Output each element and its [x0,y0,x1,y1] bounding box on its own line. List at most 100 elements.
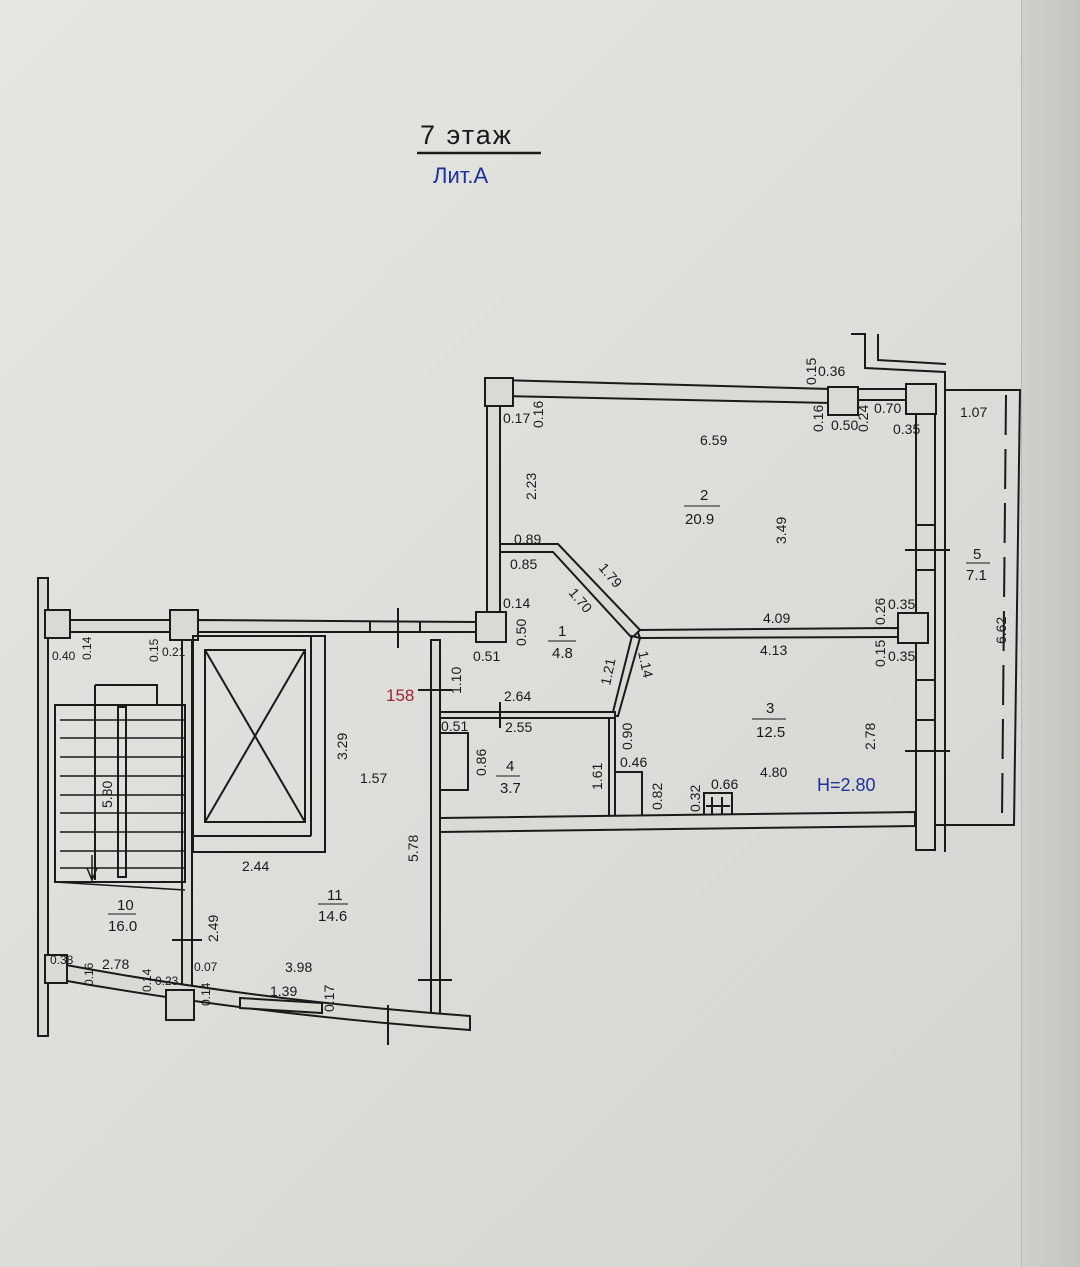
svg-text:0.50: 0.50 [831,417,858,433]
svg-text:0.90: 0.90 [619,723,635,750]
svg-text:6.62: 6.62 [993,617,1009,644]
svg-text:0.50: 0.50 [513,619,529,646]
svg-text:3.7: 3.7 [500,780,521,797]
svg-text:1.61: 1.61 [589,763,605,790]
svg-text:0.86: 0.86 [473,749,489,776]
svg-text:0.89: 0.89 [514,531,541,547]
column [897,612,929,644]
svg-text:11: 11 [327,887,343,904]
svg-text:0.70: 0.70 [874,400,901,416]
svg-text:10: 10 [117,897,134,914]
ceiling-height: H=2.80 [817,775,876,795]
svg-text:3.98: 3.98 [285,959,312,975]
svg-text:12.5: 12.5 [756,724,785,741]
svg-text:0.46: 0.46 [620,754,647,770]
svg-text:0.40: 0.40 [52,649,76,663]
svg-text:0.16: 0.16 [530,401,546,428]
svg-text:3.29: 3.29 [334,733,350,760]
svg-text:2.64: 2.64 [504,688,531,704]
svg-text:0.35: 0.35 [893,421,920,437]
svg-text:2.44: 2.44 [242,858,269,874]
svg-text:0.38: 0.38 [50,953,74,967]
svg-text:6.59: 6.59 [700,432,727,448]
svg-text:0.26: 0.26 [872,598,888,625]
page-edge [1021,0,1080,1267]
svg-text:0.14: 0.14 [503,595,530,611]
column [827,386,859,416]
svg-text:0.85: 0.85 [510,556,537,572]
room-2: 220.9 [684,487,720,528]
svg-text:0.51: 0.51 [441,718,468,734]
svg-text:1.79: 1.79 [596,560,626,591]
svg-text:1.21: 1.21 [597,656,618,686]
svg-text:0.15: 0.15 [147,638,161,662]
svg-text:0.23: 0.23 [155,974,179,988]
svg-text:0.14: 0.14 [80,636,94,660]
svg-text:1.07: 1.07 [960,404,987,420]
svg-text:0.32: 0.32 [687,785,703,812]
stair-direction-arrow-icon [86,855,98,882]
column [165,989,195,1021]
svg-text:0.14: 0.14 [199,982,213,1006]
svg-text:0.35: 0.35 [888,596,915,612]
svg-text:0.24: 0.24 [855,405,871,432]
room-4: 43.7 [496,758,521,797]
walls [37,333,1022,1045]
svg-text:0.17: 0.17 [321,985,337,1012]
svg-text:5: 5 [973,546,981,563]
svg-text:0.16: 0.16 [82,962,96,986]
svg-text:7.1: 7.1 [966,567,987,584]
svg-text:5.80: 5.80 [99,781,115,808]
svg-text:0.36: 0.36 [818,363,845,379]
svg-text:0.15: 0.15 [872,640,888,667]
svg-text:2.49: 2.49 [205,915,221,942]
svg-text:0.51: 0.51 [473,648,500,664]
svg-text:4.8: 4.8 [552,645,573,662]
svg-text:0.82: 0.82 [649,783,665,810]
stamp-number: 158 [386,686,414,705]
svg-text:2: 2 [700,487,708,504]
svg-text:0.66: 0.66 [711,776,738,792]
column [905,383,937,415]
svg-text:5.78: 5.78 [405,835,421,862]
svg-text:16.0: 16.0 [108,918,137,935]
svg-text:1.39: 1.39 [270,983,297,999]
column [44,954,68,984]
svg-text:2.78: 2.78 [862,723,878,750]
svg-text:0.17: 0.17 [503,410,530,426]
svg-text:0.15: 0.15 [803,358,819,385]
svg-text:14.6: 14.6 [318,908,347,925]
svg-text:2.55: 2.55 [505,719,532,735]
staircase [54,684,186,891]
svg-text:2.23: 2.23 [523,473,539,500]
svg-text:3: 3 [766,700,774,717]
svg-text:4.09: 4.09 [763,610,790,626]
svg-text:0.35: 0.35 [888,648,915,664]
svg-text:0.21: 0.21 [162,645,186,659]
column [484,377,514,407]
elevator-shaft [204,649,306,823]
room-5: 57.1 [966,546,990,584]
room-11: 11 14.6 [318,887,348,925]
floor-title: 7 этаж [420,120,513,150]
room-3: 312.5 [752,700,786,741]
svg-text:3.49: 3.49 [773,517,789,544]
column [44,609,71,639]
svg-text:2.78: 2.78 [102,956,129,972]
svg-text:1: 1 [558,623,566,640]
room-10: 10 16.0 [108,897,137,935]
svg-text:0.16: 0.16 [810,405,826,432]
svg-text:4.13: 4.13 [760,642,787,658]
letter-label: Лит.А [433,163,488,188]
column [475,611,507,643]
svg-text:20.9: 20.9 [685,511,714,528]
svg-text:4.80: 4.80 [760,764,787,780]
svg-text:4: 4 [506,758,514,775]
svg-text:0.14: 0.14 [140,968,154,992]
svg-text:1.10: 1.10 [448,667,464,694]
svg-text:0.07: 0.07 [194,960,218,974]
room-1: 14.8 [548,623,576,662]
svg-text:1.57: 1.57 [360,770,387,786]
